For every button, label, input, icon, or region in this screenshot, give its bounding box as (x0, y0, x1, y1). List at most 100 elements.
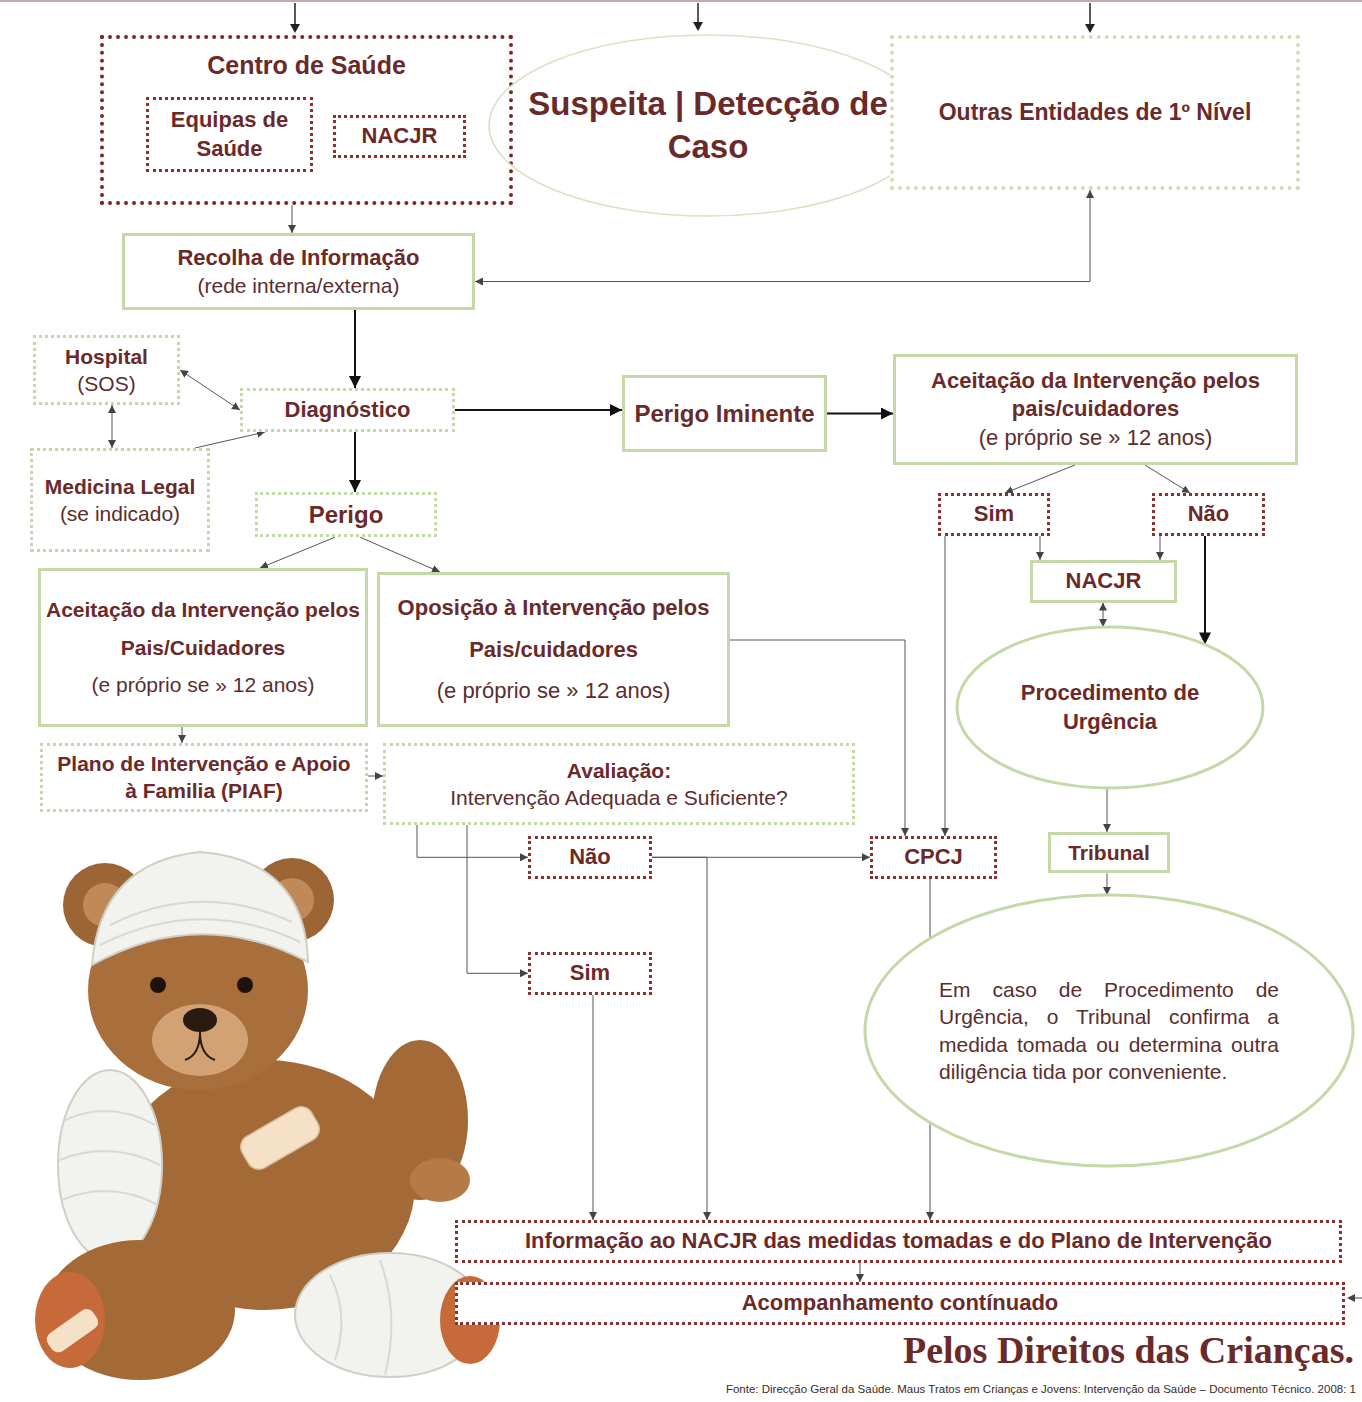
flow-connector (354, 432, 356, 492)
node-heading: Procedimento de Urgência (990, 679, 1230, 736)
flow-connector (1040, 536, 1041, 560)
dotted-process-box: Perigo (255, 492, 437, 537)
node-heading: Suspeita | Detecção de Caso (508, 83, 908, 169)
bandage-fold (330, 1260, 391, 1375)
bear-eye (237, 977, 253, 993)
flow-connector (475, 190, 1090, 282)
dotted-process-box: Plano de Intervenção e Apoio à Familia (… (40, 743, 368, 812)
process-box: Perigo Iminente (622, 375, 827, 452)
node-heading: Hospital (65, 343, 148, 370)
node-heading: Plano de Intervenção e Apoio à Familia (… (51, 750, 357, 805)
dotted-box: Não (528, 836, 652, 879)
node-body: (SOS) (77, 370, 135, 397)
flow-connector (1145, 465, 1190, 493)
flow-connector (180, 370, 240, 410)
top-rule (0, 1, 1362, 2)
side-arrowhead (1347, 1294, 1355, 1302)
ellipse-shape (865, 895, 1353, 1166)
dotted-box: Não (1152, 493, 1265, 536)
bear-mouth (185, 1032, 215, 1060)
bear-eye (150, 977, 166, 993)
flow-connector (1103, 603, 1104, 628)
dotted-box: NACJR (333, 115, 466, 158)
node-heading: NACJR (1066, 567, 1142, 596)
flow-connector (195, 432, 265, 448)
node-heading: Não (1188, 500, 1230, 529)
bandaged-arm (58, 1070, 162, 1260)
dotted-process-box: Outras Entidades de 1º Nível (890, 35, 1300, 190)
dotted-box: Sim (528, 952, 652, 995)
ellipse-shape (489, 35, 927, 216)
node-body: (e próprio se » 12 anos) (979, 424, 1213, 453)
process-box: NACJR (1030, 560, 1177, 603)
ellipse-outline (863, 893, 1355, 1168)
node-heading: Aceitação da Intervenção pelos Pais/Cuid… (45, 591, 361, 667)
node-heading: Sim (974, 500, 1014, 529)
dotted-box: Equipas de Saúde (146, 97, 313, 172)
flow-connector (593, 995, 594, 1220)
dotted-process-box: Avaliação:Intervenção Adequada e Suficie… (383, 743, 855, 825)
node-heading: Avaliação: (567, 757, 671, 784)
bandage-fold (100, 902, 300, 945)
node-heading: Sim (570, 959, 610, 988)
flow-connector (945, 536, 946, 836)
flow-connector (1005, 465, 1075, 493)
node-heading: NACJR (362, 122, 438, 151)
node-body: (se indicado) (60, 500, 180, 527)
plaster (236, 1102, 323, 1173)
entry-arrowhead (693, 22, 703, 31)
dotted-process-box: Hospital(SOS) (33, 335, 180, 405)
dotted-box: Sim (938, 493, 1050, 536)
node-heading: Recolha de Informação (177, 244, 419, 273)
dotted-box: Acompanhamento contínuado (455, 1282, 1345, 1325)
dotted-process-box: Diagnóstico (240, 388, 455, 432)
node-body: (rede interna/externa) (198, 272, 400, 299)
node-heading: Tribunal (1068, 839, 1150, 866)
node-heading: Outras Entidades de 1º Nível (939, 98, 1252, 128)
node-heading: Perigo (309, 499, 384, 530)
flow-connector (860, 1263, 861, 1282)
flow-connector (467, 825, 528, 973)
bear-muzzle (152, 1004, 248, 1076)
side-arrow-line (1354, 1298, 1362, 1299)
node-heading: Informação ao NACJR das medidas tomadas … (525, 1227, 1272, 1256)
slogan-title: Pelos Direitos das Crianças. (903, 1328, 1354, 1372)
node-heading: Perigo Iminente (634, 398, 814, 429)
entry-arrowhead (1085, 24, 1095, 33)
node-heading: Em caso de Procedimento de Urgência, o T… (939, 976, 1279, 1085)
flow-connector (1107, 788, 1108, 832)
ellipse-node: Em caso de Procedimento de Urgência, o T… (863, 893, 1355, 1168)
flow-connector (112, 405, 113, 448)
node-heading: Equipas de Saúde (157, 106, 302, 163)
flow-connector (360, 537, 440, 572)
node-heading: Não (569, 843, 611, 872)
source-caption: Fonte: Direcção Geral da Saúde. Maus Tra… (726, 1383, 1356, 1395)
bandage-fold (60, 1111, 160, 1205)
flow-connector (182, 727, 183, 743)
teddy-bear-illustration (35, 852, 500, 1380)
flow-connector (260, 537, 335, 568)
flow-connector (368, 776, 383, 777)
flow-connector (827, 413, 893, 415)
node-heading: Acompanhamento contínuado (742, 1289, 1059, 1318)
bear-paw (410, 1158, 470, 1202)
flow-connector (455, 409, 622, 411)
ellipse-outline (955, 625, 1265, 790)
process-box: Oposição à Intervenção pelos Pais/cuidad… (377, 572, 730, 727)
node-body: (e próprio se » 12 anos) (92, 666, 315, 704)
dotted-box: Informação ao NACJR das medidas tomadas … (455, 1220, 1342, 1263)
flow-connector (417, 825, 528, 857)
node-heading: Aceitação da Intervenção pelos pais/cuid… (904, 367, 1287, 424)
node-body: (e próprio se » 12 anos) (437, 670, 671, 712)
node-body: Intervenção Adequada e Suficiente? (450, 784, 787, 811)
node-heading: Medicina Legal (45, 473, 196, 500)
entry-arrow-line (1089, 3, 1091, 26)
flow-connector (354, 310, 356, 388)
head-bandage (92, 852, 308, 965)
process-box: Tribunal (1048, 832, 1170, 873)
node-heading: Diagnóstico (285, 396, 411, 425)
process-box: Aceitação da Intervenção pelos Pais/Cuid… (38, 568, 368, 727)
dotted-box: CPCJ (870, 836, 997, 879)
flow-connector (1107, 873, 1108, 895)
